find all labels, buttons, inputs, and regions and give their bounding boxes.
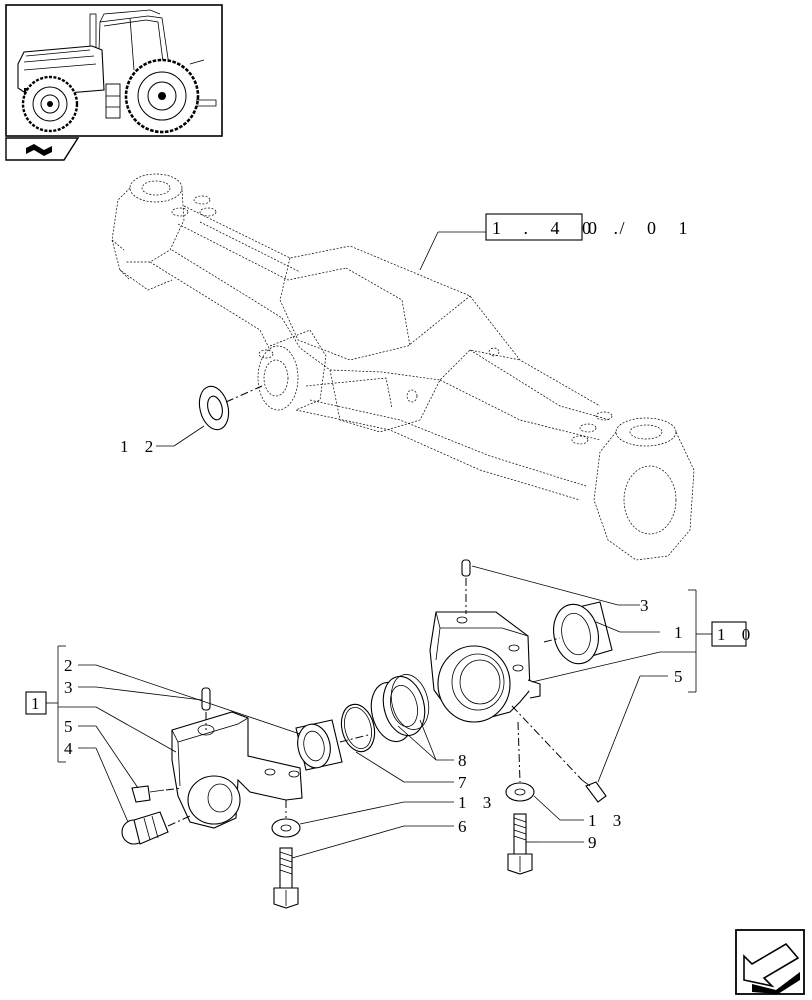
callout-1: 1 <box>674 623 689 642</box>
pin-3-left <box>201 687 211 730</box>
svg-text:1 0: 1 0 <box>717 625 756 644</box>
knuckle-housing <box>429 611 541 723</box>
seal-8 <box>370 674 430 743</box>
bolt-6 <box>273 847 299 909</box>
callout-8: 8 <box>458 751 473 770</box>
o-ring-7 <box>340 703 376 753</box>
washer-13-left <box>271 800 301 838</box>
leader-lines <box>46 231 712 859</box>
assembly-label-10: 1 0 <box>711 621 756 647</box>
bushing-2 <box>295 719 343 771</box>
svg-text:1: 1 <box>31 694 46 713</box>
callout-3-left: 3 <box>64 678 79 697</box>
callout-4: 4 <box>64 739 79 758</box>
bushing-1 <box>543 601 613 665</box>
reference-label: 1 . 4 0 . 0 / 0 1 <box>485 213 697 241</box>
grease-nipple-5-right <box>511 705 607 803</box>
steering-knuckle-arm <box>171 711 303 829</box>
pin-3-right <box>461 559 471 614</box>
callout-9: 9 <box>588 833 603 852</box>
washer-13-right <box>505 721 535 802</box>
grease-nipple-5-left <box>131 785 183 803</box>
callout-5-right: 5 <box>674 667 689 686</box>
callout-6: 6 <box>458 817 473 836</box>
book-icon[interactable] <box>5 137 80 161</box>
next-page-arrow-icon[interactable] <box>735 929 805 995</box>
callout-13-left: 1 3 <box>458 793 497 812</box>
callout-7: 7 <box>458 773 473 792</box>
reference-page: 0 / 0 1 <box>588 218 697 238</box>
plug-4 <box>121 811 191 845</box>
assembly-label-1: 1 <box>25 691 47 715</box>
callout-5-left: 5 <box>64 717 79 736</box>
callout-13-right: 1 3 <box>588 811 627 830</box>
callout-2: 2 <box>64 656 79 675</box>
seal-ring-12 <box>198 385 263 431</box>
callout-12: 1 2 <box>120 437 159 456</box>
tractor-thumbnail-icon[interactable] <box>5 4 223 137</box>
reference-boxed: 1 . 4 0 . <box>492 218 627 238</box>
bolt-9 <box>507 813 533 875</box>
callout-3-right: 3 <box>640 596 655 615</box>
axle-housing <box>111 173 695 561</box>
